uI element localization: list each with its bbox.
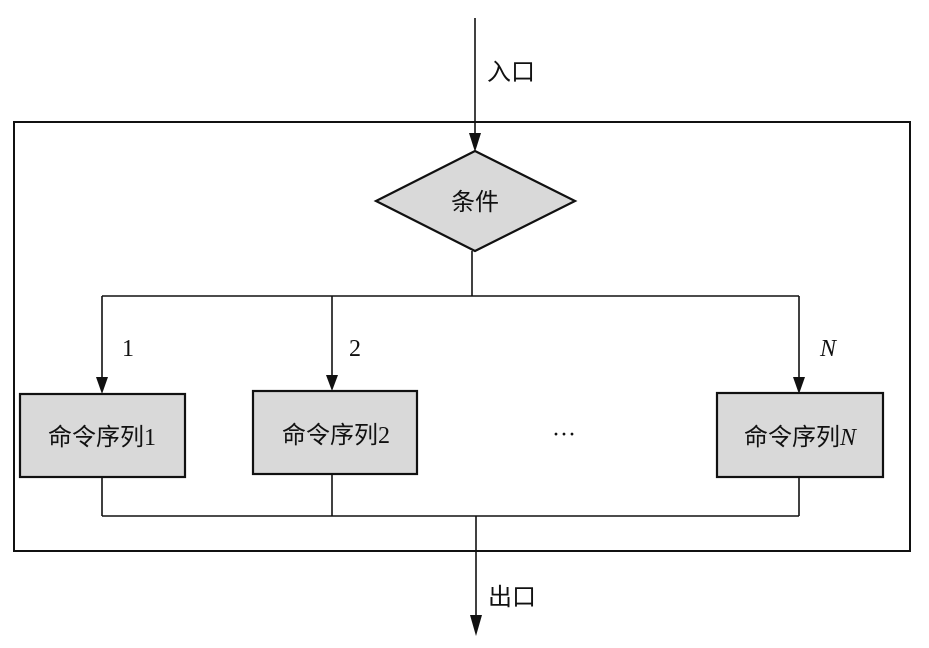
- exit-arrowhead: [470, 615, 482, 636]
- branch-n-arrowhead: [793, 377, 805, 394]
- exit-label: 出口: [488, 583, 536, 611]
- command-sequence-n-box: [715, 391, 885, 479]
- command-sequence-2-label: 命令序列2: [282, 421, 390, 449]
- condition-diamond: [373, 149, 578, 253]
- entry-label: 入口: [487, 58, 535, 86]
- command-sequence-2-box: [251, 389, 419, 476]
- outer-frame: [13, 121, 911, 552]
- branch-1-edge-label: 1: [122, 336, 134, 362]
- branch-2-arrowhead: [326, 375, 338, 391]
- branch-n-edge-label: N: [819, 336, 838, 362]
- command-sequence-1-box: [18, 392, 187, 479]
- entry-arrowhead: [469, 133, 481, 152]
- command-sequence-n-label: 命令序列N: [744, 423, 858, 451]
- branch-ellipsis: ···: [552, 422, 576, 448]
- branch-2-edge-label: 2: [349, 336, 361, 362]
- branch-1-arrowhead: [96, 377, 108, 394]
- command-sequence-1-label: 命令序列1: [48, 423, 156, 451]
- condition-label: 条件: [451, 188, 499, 216]
